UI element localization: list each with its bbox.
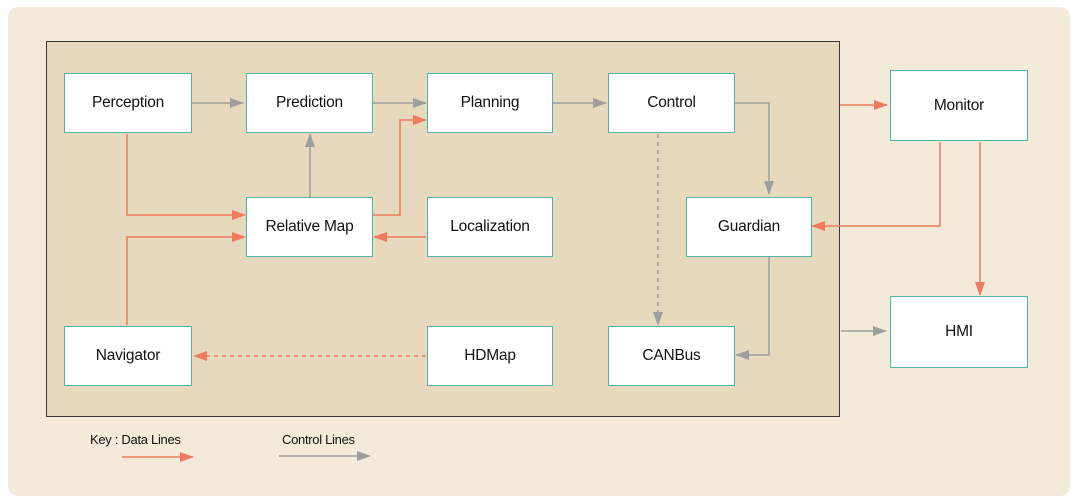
node-label: Navigator <box>95 347 161 364</box>
node-label: Guardian <box>717 218 781 235</box>
edge-monitor-guardian <box>811 142 941 231</box>
edge-guardian-canbus <box>735 257 770 360</box>
key-data-lines-label: Key : Data Lines <box>90 432 181 447</box>
edge-control-guardian <box>734 102 774 195</box>
node-hmi: HMI <box>890 296 1028 368</box>
node-relative-map: Relative Map <box>246 197 373 257</box>
edge-navigator-relativemap <box>126 232 246 325</box>
node-canbus: CANBus <box>608 326 735 386</box>
node-label: Control <box>647 94 696 111</box>
node-label: Planning <box>460 94 520 111</box>
node-label: Monitor <box>933 96 985 114</box>
node-label: CANBus <box>642 347 701 364</box>
edge-perception-relativemap <box>126 134 246 220</box>
node-navigator: Navigator <box>64 326 192 386</box>
node-monitor: Monitor <box>890 70 1028 141</box>
node-hdmap: HDMap <box>427 326 553 386</box>
node-perception: Perception <box>64 73 192 133</box>
key-control-lines-label: Control Lines <box>282 432 355 447</box>
node-label: Localization <box>450 218 530 235</box>
node-label: HMI <box>945 323 973 340</box>
node-prediction: Prediction <box>246 73 373 133</box>
node-label: Prediction <box>276 94 343 111</box>
edge-relativemap-planning <box>373 115 427 216</box>
node-localization: Localization <box>427 197 553 257</box>
node-label: Relative Map <box>265 218 354 235</box>
node-planning: Planning <box>427 73 553 133</box>
node-control: Control <box>608 73 735 133</box>
node-guardian: Guardian <box>686 197 812 257</box>
node-label: Perception <box>91 94 165 111</box>
node-label: HDMap <box>464 347 516 364</box>
